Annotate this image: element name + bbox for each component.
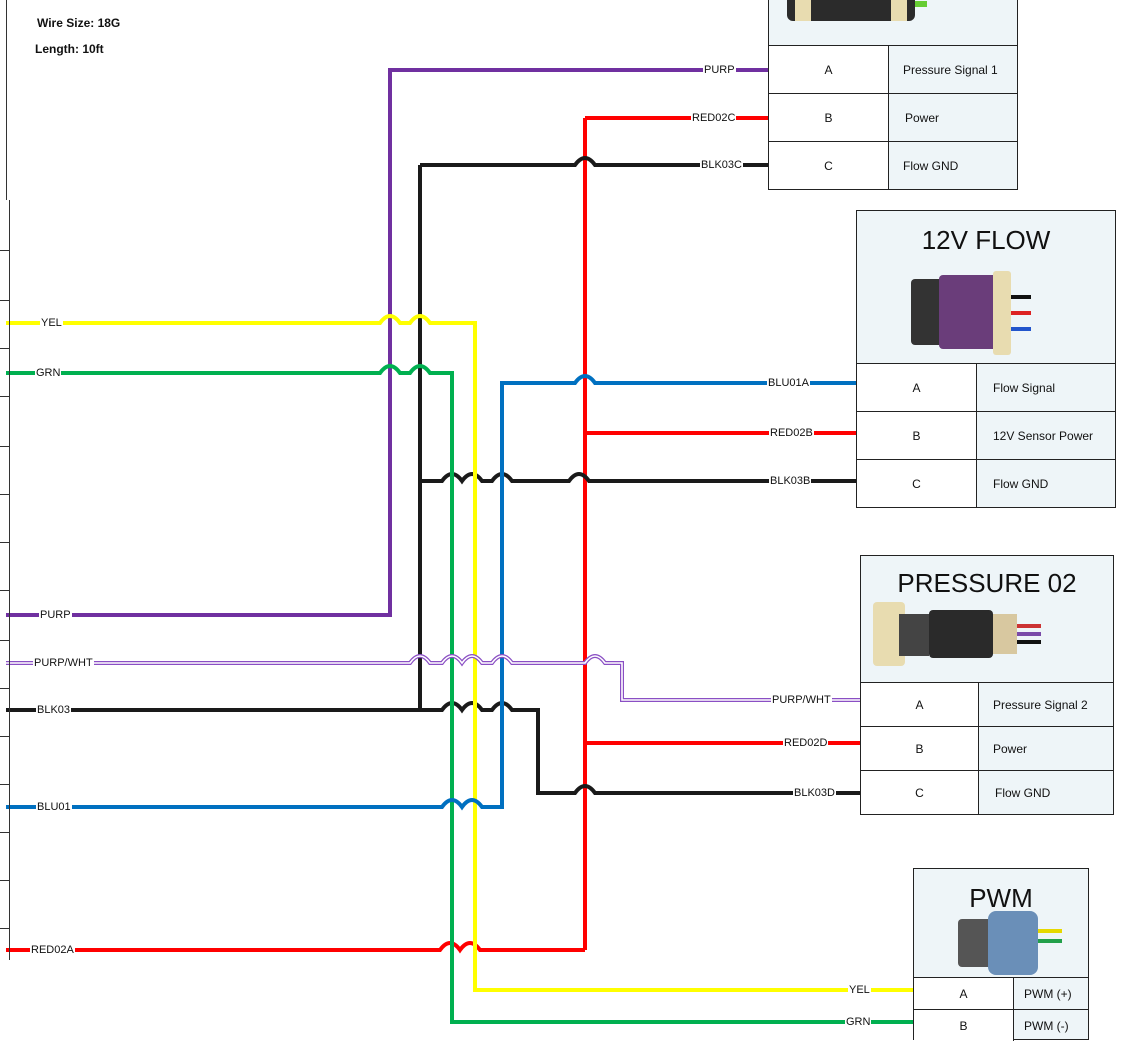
pin-function: 12V Sensor Power: [993, 428, 1094, 443]
wire-label-red02b: RED02B: [769, 427, 814, 439]
wire-label-purp-wht: PURP/WHT: [33, 657, 94, 669]
pin-c: C: [857, 460, 977, 507]
pin-a: A: [857, 364, 977, 411]
wire-blk03c: [420, 156, 768, 167]
wire-yel: [6, 314, 914, 992]
pin-b: B: [769, 94, 889, 141]
pin-function: Power: [905, 110, 940, 125]
pin-function: Pressure Signal 2: [993, 697, 1088, 712]
wire-label-blk03d: BLK03D: [793, 787, 836, 799]
wire-blk03b: [420, 472, 858, 485]
connector-image-pressure01: [787, 0, 927, 23]
pin-function: Flow GND: [995, 785, 1051, 800]
pin-function: PWM (-): [1024, 1018, 1069, 1033]
wire-red02a: [6, 941, 585, 954]
wire-label-purp-wht-p2: PURP/WHT: [771, 694, 832, 706]
wire-label-red02a: RED02A: [30, 944, 75, 956]
pin-function: Flow Signal: [993, 380, 1056, 395]
wire-size-label: Wire Size: 18G: [37, 16, 121, 30]
pin-c: C: [769, 142, 889, 189]
pin-a: A: [769, 46, 889, 93]
connector-image-pwm: [958, 911, 1068, 975]
wire-label-purp: PURP: [39, 609, 72, 621]
wire-purp: [6, 68, 768, 617]
pin-function: PWM (+): [1024, 986, 1072, 1001]
pin-b: B: [861, 727, 979, 770]
connector-image-12v-flow: [905, 271, 1035, 357]
connector-12v-flow: 12V FLOW A Flow Signal B 12V Sensor Powe…: [856, 210, 1116, 508]
pin-a: A: [914, 978, 1014, 1009]
wire-label-red02d: RED02D: [783, 737, 829, 749]
pin-c: C: [861, 771, 979, 814]
connector-pressure02: PRESSURE 02 A Pressure Signal 2 B Power …: [860, 555, 1114, 815]
connector-title: PRESSURE 02: [897, 568, 1077, 598]
left-connector-strip: [0, 200, 10, 960]
wire-label-blk03: BLK03: [36, 704, 72, 716]
connector-pressure01: A Pressure Signal 1 B Power C Flow GND: [768, 0, 1018, 190]
wire-label-yel-pwm: YEL: [848, 984, 871, 996]
pin-function: Flow GND: [903, 158, 959, 173]
connector-image-pressure02: [873, 602, 1053, 668]
wire-blk03: [6, 701, 860, 795]
pin-function: Power: [993, 741, 1028, 756]
wire-grn: [6, 364, 914, 1024]
pin-b: B: [914, 1010, 1014, 1041]
wire-label-yel: YEL: [40, 317, 63, 329]
left-frame-border: [6, 0, 7, 200]
pin-function: Flow GND: [993, 476, 1049, 491]
connector-pwm: PWM A PWM (+) B PWM (-): [913, 868, 1089, 1041]
wire-label-blu01a: BLU01A: [767, 377, 810, 389]
wire-label-blk03c: BLK03C: [700, 159, 743, 171]
wire-label-grn-pwm: GRN: [845, 1016, 872, 1028]
wire-label-purp-p1: PURP: [703, 64, 736, 76]
wire-label-grn: GRN: [35, 367, 62, 379]
wire-label-red02c: RED02C: [691, 112, 737, 124]
pin-b: B: [857, 412, 977, 459]
wire-label-blk03b: BLK03B: [769, 475, 812, 487]
wire-label-blu01: BLU01: [36, 801, 72, 813]
connector-title: 12V FLOW: [921, 225, 1051, 255]
pin-a: A: [861, 683, 979, 726]
wire-blu01: [6, 374, 858, 811]
connector-title: PWM: [969, 883, 1033, 913]
length-label: Length: 10ft: [35, 42, 104, 56]
pin-function: Pressure Signal 1: [903, 62, 998, 77]
